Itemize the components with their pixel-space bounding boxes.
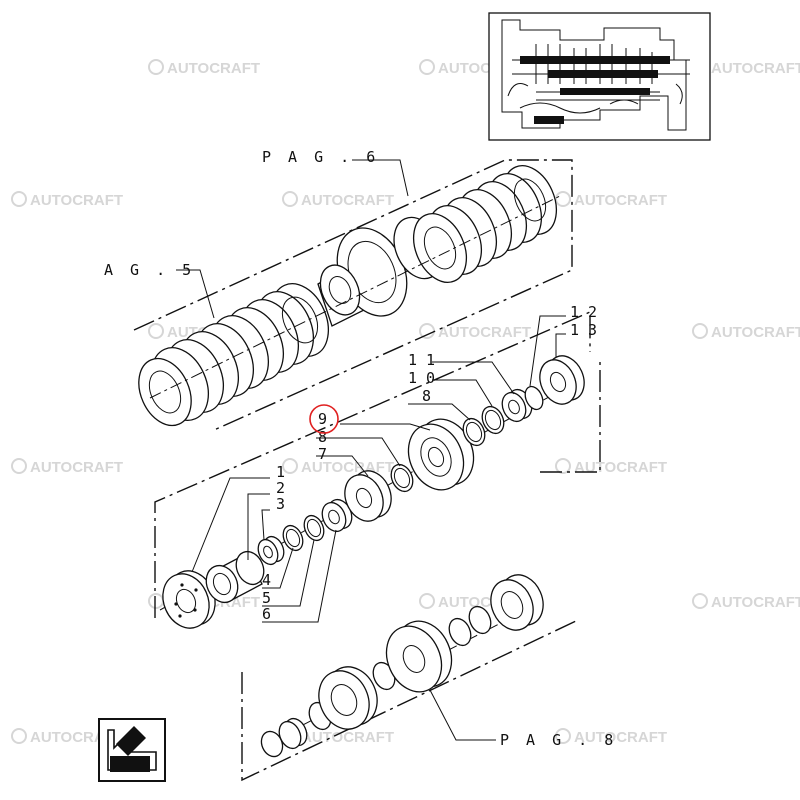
part-1-gear[interactable] <box>155 563 224 635</box>
part-13-gear[interactable] <box>533 350 591 410</box>
svg-text:AUTOCRAFT: AUTOCRAFT <box>574 729 667 746</box>
callout-8-upper[interactable]: 8 <box>422 387 431 405</box>
svg-text:AUTOCRAFT: AUTOCRAFT <box>711 60 800 77</box>
watermark: AUTOCRAFT <box>555 458 667 476</box>
callout-12[interactable]: 1 2 <box>570 303 597 321</box>
svg-text:AUTOCRAFT: AUTOCRAFT <box>301 729 394 746</box>
callout-6[interactable]: 6 <box>262 605 271 623</box>
upper-clutch-assembly[interactable] <box>129 157 573 434</box>
page-ref-pag8[interactable]: P A G . 8 <box>500 731 617 749</box>
callout-highlight-ring <box>309 404 339 434</box>
watermark: AUTOCRAFT <box>692 323 800 341</box>
callout-11[interactable]: 1 1 <box>408 351 435 369</box>
watermark: AUTOCRAFT <box>11 191 123 209</box>
part-10-ring[interactable] <box>478 403 508 437</box>
page-ref-pag6[interactable]: P A G . 6 <box>262 148 379 166</box>
svg-text:AUTOCRAFT: AUTOCRAFT <box>30 459 123 476</box>
part-12-ring[interactable] <box>522 384 546 412</box>
svg-text:AUTOCRAFT: AUTOCRAFT <box>30 192 123 209</box>
watermark: AUTOCRAFT <box>11 458 123 476</box>
part-8-ring[interactable] <box>387 461 417 495</box>
page-ref-pag5[interactable]: A G . 5 <box>104 261 195 279</box>
part-9-synchronizer-hub[interactable] <box>398 410 483 498</box>
part-3-needle-bearing[interactable] <box>254 533 287 567</box>
callout-4[interactable]: 4 <box>262 571 271 589</box>
callout-8-lower[interactable]: 8 <box>318 428 327 446</box>
callout-10[interactable]: 1 0 <box>408 369 435 387</box>
svg-text:AUTOCRAFT: AUTOCRAFT <box>711 324 800 341</box>
svg-text:AUTOCRAFT: AUTOCRAFT <box>167 60 260 77</box>
clutch-pack-pag6[interactable] <box>403 157 566 290</box>
callout-1[interactable]: 1 <box>276 463 285 481</box>
part-8-ring-upper[interactable] <box>459 415 489 449</box>
callout-7[interactable]: 7 <box>318 445 327 463</box>
svg-text:AUTOCRAFT: AUTOCRAFT <box>574 459 667 476</box>
svg-text:AUTOCRAFT: AUTOCRAFT <box>574 192 667 209</box>
watermark: AUTOCRAFT <box>419 323 531 341</box>
svg-text:AUTOCRAFT: AUTOCRAFT <box>711 594 800 611</box>
callout-2[interactable]: 2 <box>276 479 285 497</box>
callout-9[interactable]: 9 <box>318 410 327 428</box>
callout-5[interactable]: 5 <box>262 589 271 607</box>
callout-leaders <box>191 315 566 623</box>
watermark: AUTOCRAFT <box>692 593 800 611</box>
callout-13[interactable]: 1 3 <box>570 321 597 339</box>
watermark: AUTOCRAFT <box>282 191 394 209</box>
part-7-gear[interactable] <box>338 465 398 527</box>
clutch-pack-pag5[interactable] <box>129 275 339 434</box>
watermark: AUTOCRAFT <box>555 191 667 209</box>
watermark: AUTOCRAFT <box>555 728 667 746</box>
part-2-sleeve[interactable] <box>201 547 269 607</box>
part-4-ring[interactable] <box>279 522 306 553</box>
gearbox-thumbnail[interactable] <box>488 12 711 141</box>
svg-text:AUTOCRAFT: AUTOCRAFT <box>438 324 531 341</box>
svg-text:AUTOCRAFT: AUTOCRAFT <box>301 459 394 476</box>
watermark: AUTOCRAFT <box>148 59 260 77</box>
svg-text:AUTOCRAFT: AUTOCRAFT <box>301 192 394 209</box>
lower-gear-assembly-pag8[interactable] <box>241 568 579 782</box>
back-arrow-icon[interactable] <box>98 718 166 782</box>
callout-3[interactable]: 3 <box>276 495 285 513</box>
part-5-ring[interactable] <box>300 512 327 543</box>
